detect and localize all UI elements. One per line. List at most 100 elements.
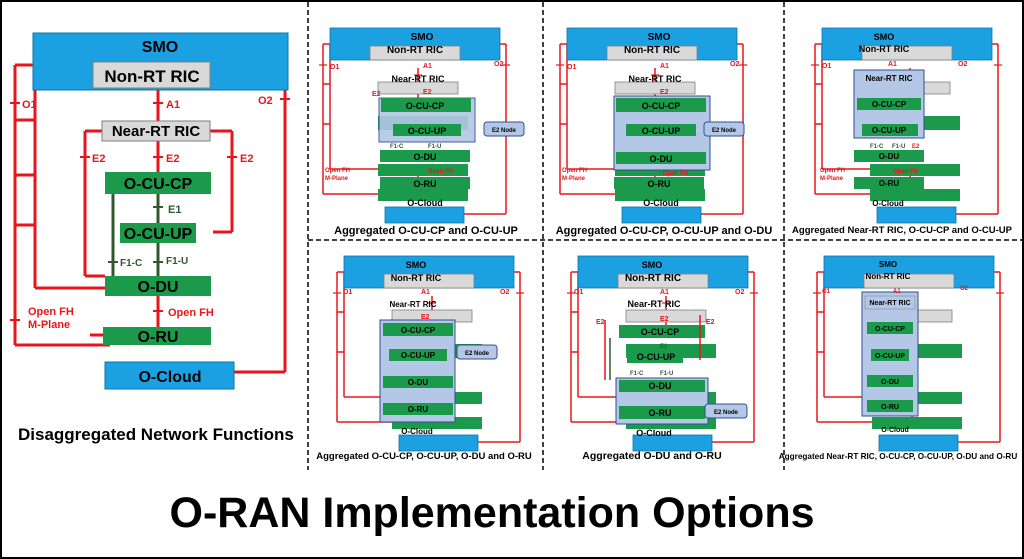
o-cu-up-label: O-CU-UP	[124, 226, 193, 243]
option-b-o-du: O-DU	[650, 154, 673, 164]
option-f-o-ru: O-RU	[881, 404, 899, 411]
option-c-o1: O1	[822, 63, 831, 70]
option-f-non-rt-ric: Non-RT RIC	[866, 272, 911, 281]
page-title: O-RAN Implementation Options	[170, 489, 815, 537]
open-fh-mplane-label: Open FH	[28, 306, 74, 318]
caption-option-f: Aggregated Near-RT RIC, O-CU-CP, O-CU-UP…	[779, 452, 1018, 461]
option-e-near-rt-ric: Near-RT RIC	[627, 299, 681, 309]
option-a-e2-left: E2	[372, 91, 381, 98]
option-b-open-fh: Open FH	[663, 171, 688, 177]
option-f-smo: SMO	[879, 260, 897, 269]
option-d-diagram: SMO Non-RT RIC Near-RT RIC O-CU-CP O-CU-…	[332, 255, 525, 452]
option-e-o-cu-cp: O-CU-CP	[641, 327, 680, 337]
o1-label: O1	[22, 99, 37, 111]
e2-right-label: E2	[240, 153, 253, 165]
option-e-o2: O2	[735, 289, 744, 296]
option-a-o-cu-up: O-CU-UP	[408, 126, 447, 136]
option-c-near-rt-ric: Near-RT RIC	[865, 74, 912, 83]
option-d-o-cu-up: O-CU-UP	[401, 351, 436, 360]
option-b-o-cu-cp: O-CU-CP	[642, 101, 681, 111]
option-d-o-cloud: O-Cloud	[401, 427, 433, 436]
option-c-o2: O2	[958, 61, 967, 68]
disaggregated-diagram: SMO Non-RT RIC Near-RT RIC O-CU-CP O-CU-…	[8, 31, 292, 391]
f1u-label: F1-U	[166, 256, 188, 267]
option-b-non-rt-ric: Non-RT RIC	[624, 45, 680, 56]
option-e-diagram: SMO Non-RT RIC Near-RT RIC O-CU-CP O-CU-…	[566, 255, 759, 452]
option-b-open-fh-mplane: Open FH	[562, 168, 587, 174]
option-b-e2-node: E2 Node	[712, 128, 737, 134]
o-du-label: O-DU	[138, 279, 179, 296]
option-e-non-rt-ric: Non-RT RIC	[625, 273, 681, 284]
o2-label: O2	[258, 95, 273, 107]
o-cu-cp-label: O-CU-CP	[124, 176, 193, 193]
option-e-o-ru: O-RU	[649, 408, 672, 418]
option-c-open-fh-mplane: Open FH	[820, 168, 845, 174]
option-c-o-cu-up: O-CU-UP	[872, 126, 907, 135]
option-b-o1: O1	[567, 64, 576, 71]
f1c-label: F1-C	[120, 258, 142, 269]
option-a-f1c: F1-C	[390, 144, 404, 150]
option-c-f1c: F1-C	[870, 144, 884, 150]
option-a-diagram: SMO Non-RT RIC Near-RT RIC O-CU-CP O-CU-…	[318, 27, 525, 224]
o-cloud-label: O-Cloud	[138, 369, 201, 386]
option-c-o-cu-cp: O-CU-CP	[872, 100, 907, 109]
e2-center-label: E2	[166, 153, 179, 165]
caption-option-c: Aggregated Near-RT RIC, O-CU-CP and O-CU…	[792, 225, 1013, 236]
option-e-e2-left: E2	[596, 319, 605, 326]
option-f-o1: O1	[822, 289, 831, 295]
option-e-e2-right: E2	[706, 319, 715, 326]
e1-label: E1	[168, 204, 181, 216]
option-a-near-rt-ric: Near-RT RIC	[391, 74, 445, 84]
option-e-o-du: O-DU	[649, 381, 672, 391]
option-b-diagram: SMO Non-RT RIC Near-RT RIC O-CU-CP O-CU-…	[555, 27, 748, 224]
option-a-e2-node: E2 Node	[492, 128, 517, 134]
open-fh-label: Open FH	[168, 307, 214, 319]
option-c-non-rt-ric: Non-RT RIC	[859, 44, 910, 54]
option-b-smo: SMO	[648, 32, 671, 43]
option-c-f1u: F1-U	[892, 144, 905, 150]
option-d-a1: A1	[421, 289, 430, 296]
option-e-o1: O1	[574, 289, 583, 296]
option-c-diagram: SMO Non-RT RIC Near-RT RIC O-CU-CP O-CU-…	[810, 27, 1003, 224]
option-c-smo: SMO	[874, 32, 895, 42]
option-a-smo: SMO	[411, 32, 434, 43]
m-plane-label: M-Plane	[28, 319, 70, 331]
option-a-f1u: F1-U	[428, 144, 441, 150]
option-a-non-rt-ric: Non-RT RIC	[387, 45, 443, 56]
option-f-a1: A1	[893, 289, 901, 295]
option-b-a1: A1	[660, 63, 669, 70]
option-c-open-fh: Open FH	[893, 169, 918, 175]
option-e-e1: E1	[660, 344, 668, 350]
option-b-near-rt-ric: Near-RT RIC	[628, 74, 682, 84]
caption-disaggregated: Disaggregated Network Functions	[18, 425, 294, 444]
caption-option-d: Aggregated O-CU-CP, O-CU-UP, O-DU and O-…	[316, 451, 532, 462]
o-ru-label: O-RU	[138, 329, 179, 346]
caption-option-e: Aggregated O-DU and O-RU	[582, 450, 721, 462]
option-a-o-cu-cp: O-CU-CP	[406, 101, 445, 111]
option-d-o-du: O-DU	[408, 378, 429, 387]
option-d-o2: O2	[500, 289, 509, 296]
option-c-o-ru: O-RU	[879, 179, 900, 188]
option-c-m-plane: M-Plane	[820, 176, 844, 182]
option-c-o-du: O-DU	[879, 152, 900, 161]
option-f-o-cu-up: O-CU-UP	[875, 353, 905, 360]
option-d-e2-node: E2 Node	[465, 351, 490, 357]
option-e-e2-node: E2 Node	[714, 410, 739, 416]
option-a-o-du: O-DU	[414, 152, 437, 162]
smo-label: SMO	[142, 39, 178, 56]
option-b-o-cu-up: O-CU-UP	[642, 126, 681, 136]
option-c-e2: E2	[912, 144, 920, 150]
option-b-e2: E2	[660, 89, 669, 96]
option-b-m-plane: M-Plane	[562, 176, 586, 182]
option-a-open-fh: Open FH	[428, 169, 453, 175]
option-f-o-du: O-DU	[881, 379, 899, 386]
caption-option-b: Aggregated O-CU-CP, O-CU-UP and O-DU	[556, 225, 773, 237]
option-e-f1u: F1-U	[660, 371, 673, 377]
option-a-a1: A1	[423, 63, 432, 70]
option-b-o-cloud: O-Cloud	[643, 198, 679, 208]
option-f-near-rt-ric: Near-RT RIC	[869, 300, 910, 307]
option-e-e2-center: E2	[660, 316, 669, 323]
option-b-o-ru: O-RU	[648, 179, 671, 189]
